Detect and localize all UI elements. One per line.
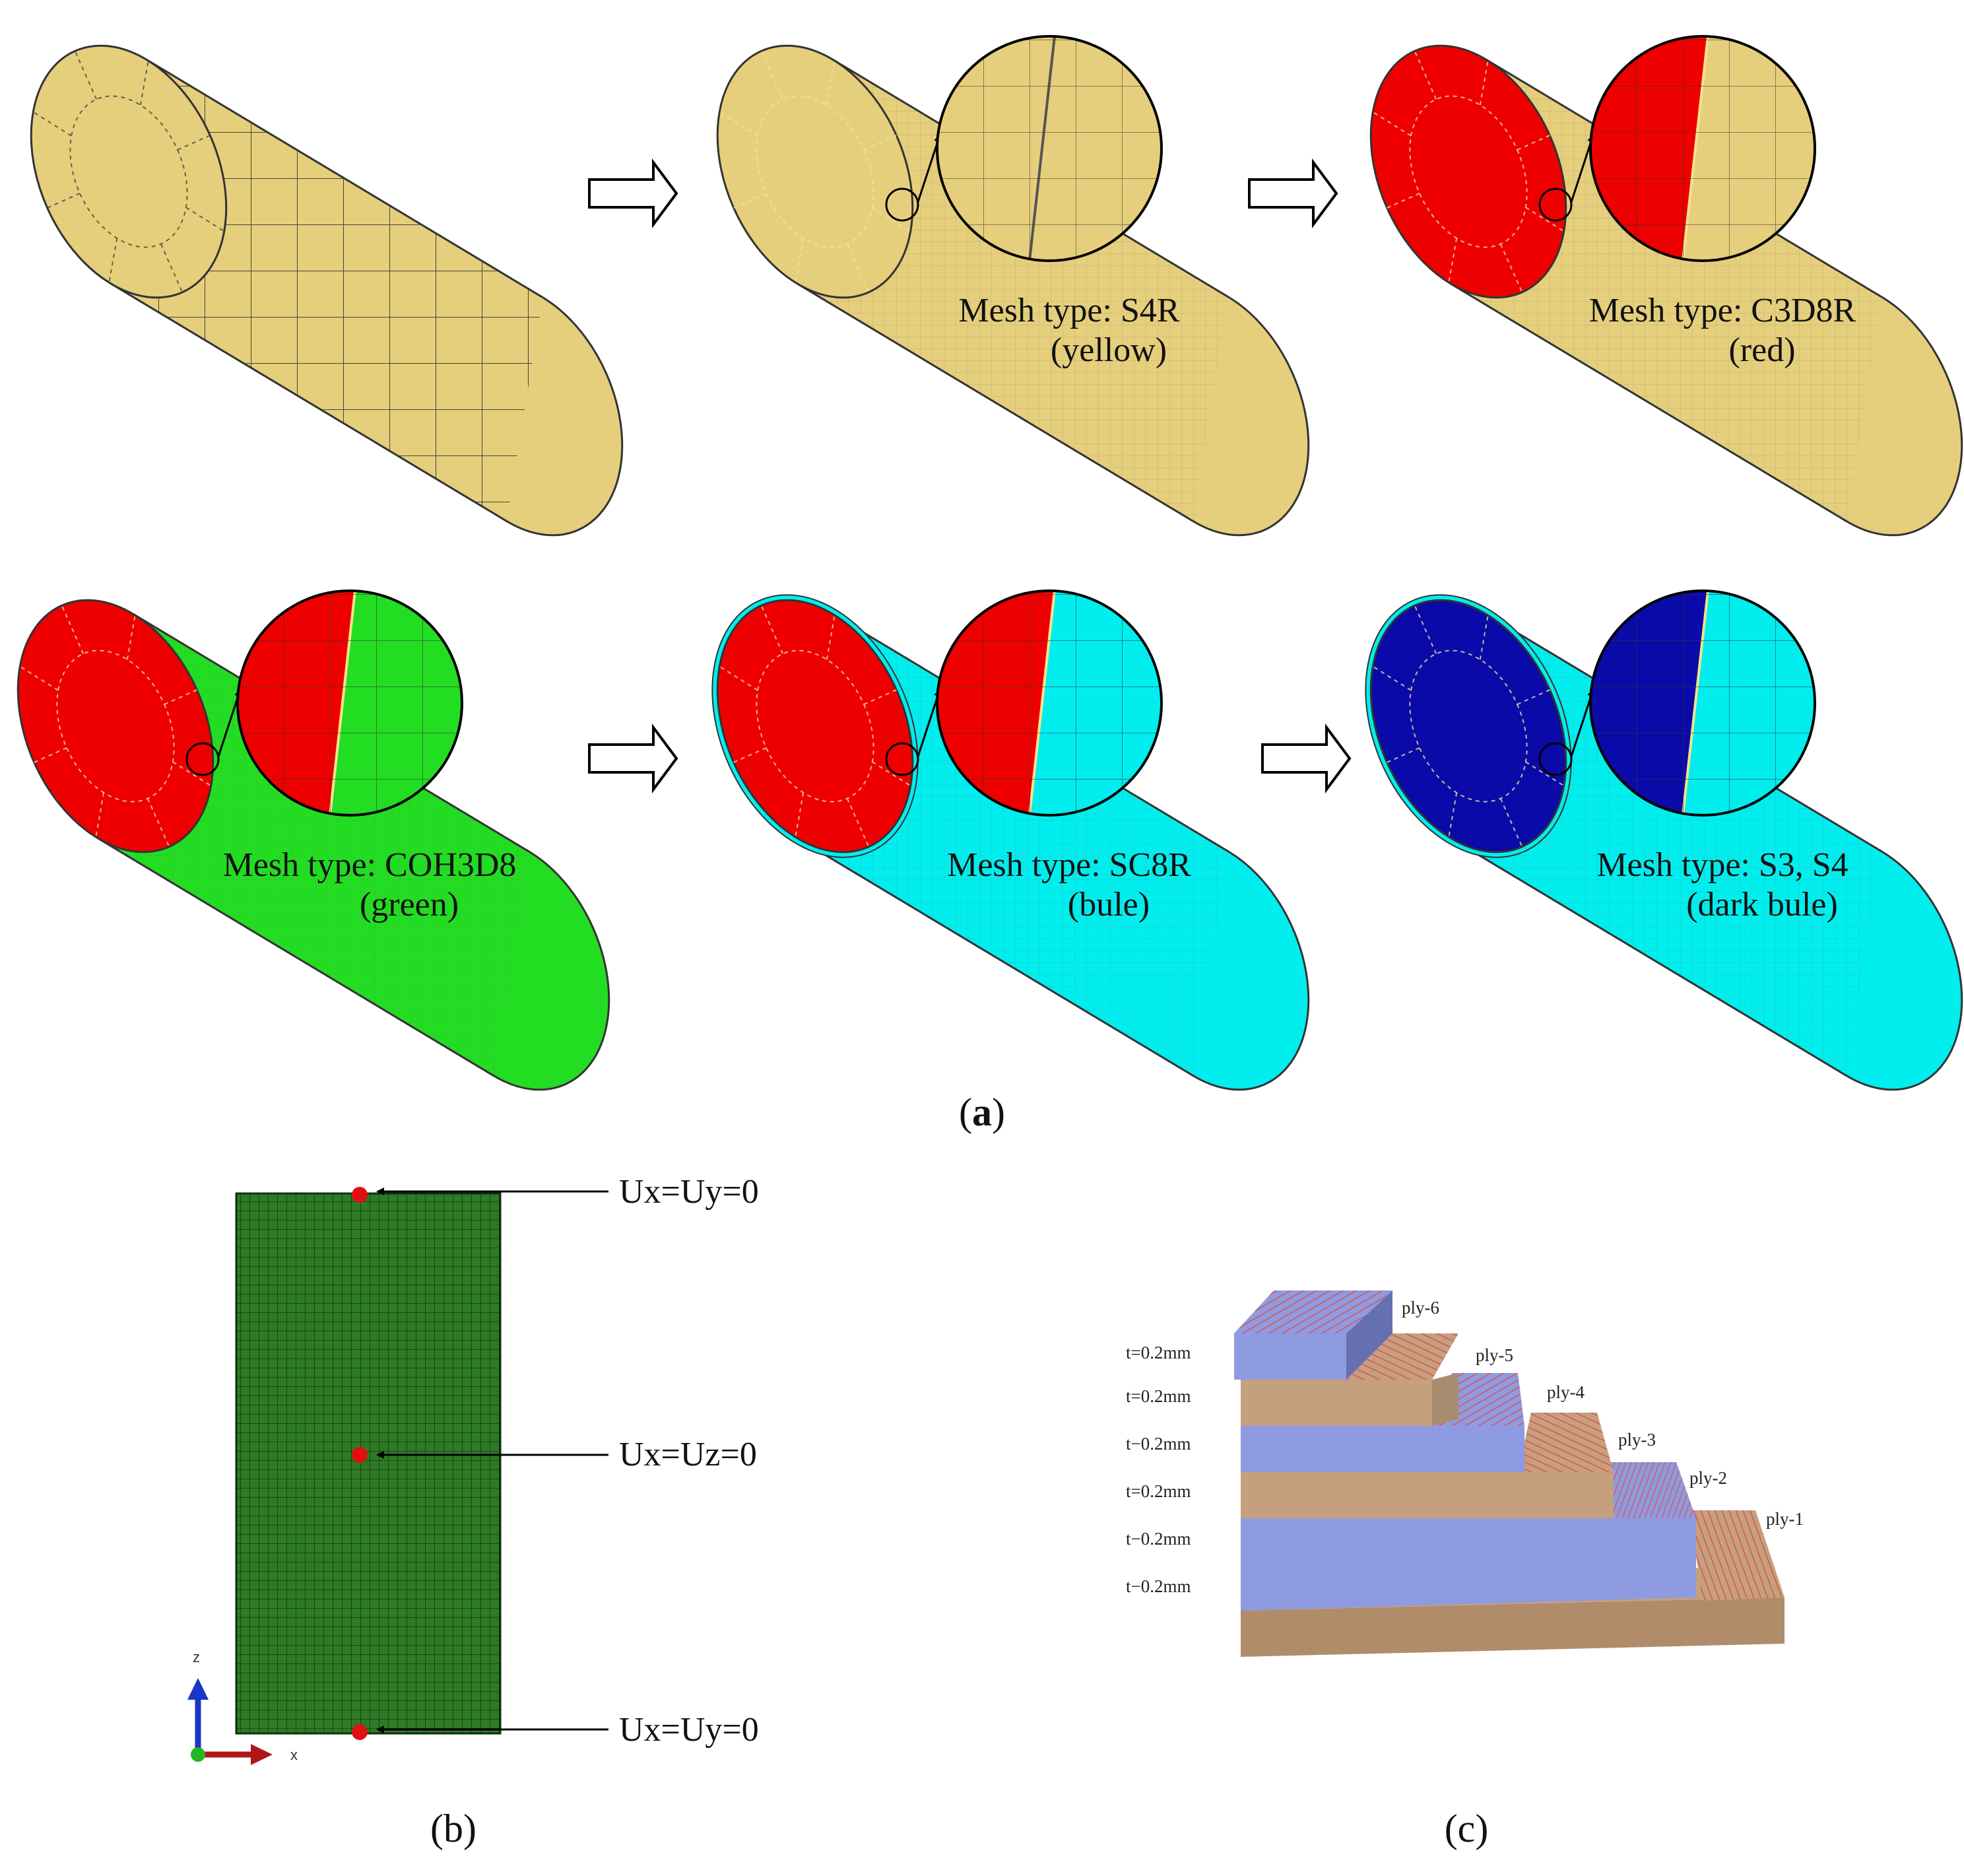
thickness-label: t−0.2mm bbox=[1126, 1576, 1191, 1596]
ply-label: ply-1 bbox=[1766, 1509, 1804, 1529]
ply-label: ply-6 bbox=[1402, 1298, 1439, 1318]
ply-label: ply-4 bbox=[1547, 1382, 1585, 1402]
ply-label: ply-5 bbox=[1476, 1345, 1513, 1365]
ply-3-top bbox=[1518, 1413, 1614, 1472]
mesh-type-label: Mesh type: SC8R bbox=[947, 846, 1191, 884]
cylinder-view-6: Mesh type: S3, S4(dark bule) bbox=[1365, 589, 1963, 1091]
panel-b: Ux=Uy=0 Ux=Uz=0 Ux=Uy=0 z x (b) bbox=[187, 1173, 759, 1850]
flow-arrow-2 bbox=[1248, 158, 1338, 229]
ply-label: ply-3 bbox=[1618, 1430, 1656, 1450]
detail-marker bbox=[885, 187, 919, 222]
constraint-top: Ux=Uy=0 bbox=[352, 1173, 759, 1211]
constraint-bottom: Ux=Uy=0 bbox=[352, 1711, 759, 1749]
mesh-color-label: (red) bbox=[1728, 331, 1795, 369]
flow-arrow-3 bbox=[588, 723, 678, 794]
mesh-color-label: (yellow) bbox=[1051, 331, 1167, 369]
cylinder-view-3: Mesh type: C3D8R(red) bbox=[1369, 35, 1963, 537]
mesh-color-label: (green) bbox=[360, 886, 459, 923]
constraint-label: Ux=Uy=0 bbox=[619, 1711, 759, 1749]
detail-marker bbox=[1538, 742, 1573, 776]
cylinder-end-face bbox=[711, 594, 919, 858]
flow-arrows bbox=[588, 158, 1352, 794]
cylinder-end-face bbox=[16, 599, 214, 854]
flow-arrow-1 bbox=[588, 158, 678, 229]
constraint-label: Ux=Uy=0 bbox=[619, 1173, 759, 1211]
zoom-bubble bbox=[936, 589, 1163, 817]
thickness-label: t=0.2mm bbox=[1126, 1386, 1191, 1406]
ply-labels: ply-6 ply-5 ply-4 ply-3 ply-2 ply-1 bbox=[1402, 1298, 1804, 1529]
mesh-type-label: Mesh type: COH3D8 bbox=[223, 846, 517, 884]
detail-marker bbox=[885, 742, 919, 776]
mesh-color-label: (bule) bbox=[1068, 886, 1150, 923]
panel-c: t=0.2mm t=0.2mm t−0.2mm t=0.2mm t−0.2mm … bbox=[1126, 1290, 1804, 1850]
constraint-label: Ux=Uz=0 bbox=[619, 1436, 757, 1473]
mesh-type-label: Mesh type: S4R bbox=[958, 292, 1179, 329]
boundary-node bbox=[352, 1447, 368, 1463]
mesh-type-label: Mesh type: S3, S4 bbox=[1596, 846, 1848, 884]
cylinder-view-1 bbox=[30, 44, 624, 537]
caption-b: (b) bbox=[430, 1807, 476, 1850]
cylinder-end-face bbox=[716, 44, 914, 299]
cylinder-end-face bbox=[1369, 44, 1567, 299]
mesh-column-grid bbox=[236, 1193, 500, 1733]
cylinder-view-5: Mesh type: SC8R(bule) bbox=[711, 589, 1310, 1091]
thickness-label: t−0.2mm bbox=[1126, 1434, 1191, 1454]
constraint-middle: Ux=Uz=0 bbox=[352, 1436, 757, 1473]
cylinder-end-face bbox=[30, 44, 228, 299]
thickness-label: t=0.2mm bbox=[1126, 1481, 1191, 1501]
zoom-bubble bbox=[236, 589, 463, 817]
mesh-color-label: (dark bule) bbox=[1686, 886, 1838, 923]
axis-z-label: z bbox=[193, 1649, 200, 1665]
ply-6-top bbox=[1234, 1290, 1392, 1333]
axis-x-label: x bbox=[290, 1747, 298, 1763]
caption-c: (c) bbox=[1445, 1807, 1489, 1850]
panel-a: Mesh type: S4R(yellow)Mesh type: C3D8R(r… bbox=[16, 35, 1963, 1091]
zoom-bubble bbox=[936, 35, 1163, 262]
axis-triad: z x bbox=[187, 1649, 298, 1765]
cylinder-view-2: Mesh type: S4R(yellow) bbox=[716, 35, 1310, 537]
boundary-node bbox=[352, 1724, 368, 1740]
thickness-label: t−0.2mm bbox=[1126, 1529, 1191, 1549]
zoom-bubble bbox=[1589, 35, 1816, 262]
cylinder-view-4: Mesh type: COH3D8(green) bbox=[16, 589, 610, 1091]
ply-2-top bbox=[1610, 1462, 1696, 1518]
cylinder-end-face bbox=[1365, 594, 1572, 858]
detail-marker bbox=[185, 742, 220, 776]
zoom-bubble bbox=[1589, 589, 1816, 817]
detail-marker bbox=[1538, 187, 1573, 222]
boundary-node bbox=[352, 1187, 368, 1203]
flow-arrow-4 bbox=[1261, 723, 1352, 794]
ply-label: ply-2 bbox=[1689, 1468, 1727, 1488]
thickness-labels: t=0.2mm t=0.2mm t−0.2mm t=0.2mm t−0.2mm … bbox=[1126, 1343, 1191, 1596]
ply-1-top bbox=[1689, 1510, 1784, 1601]
caption-a: (a) bbox=[959, 1090, 1005, 1134]
mesh-type-label: Mesh type: C3D8R bbox=[1589, 292, 1856, 329]
thickness-label: t=0.2mm bbox=[1126, 1343, 1191, 1362]
